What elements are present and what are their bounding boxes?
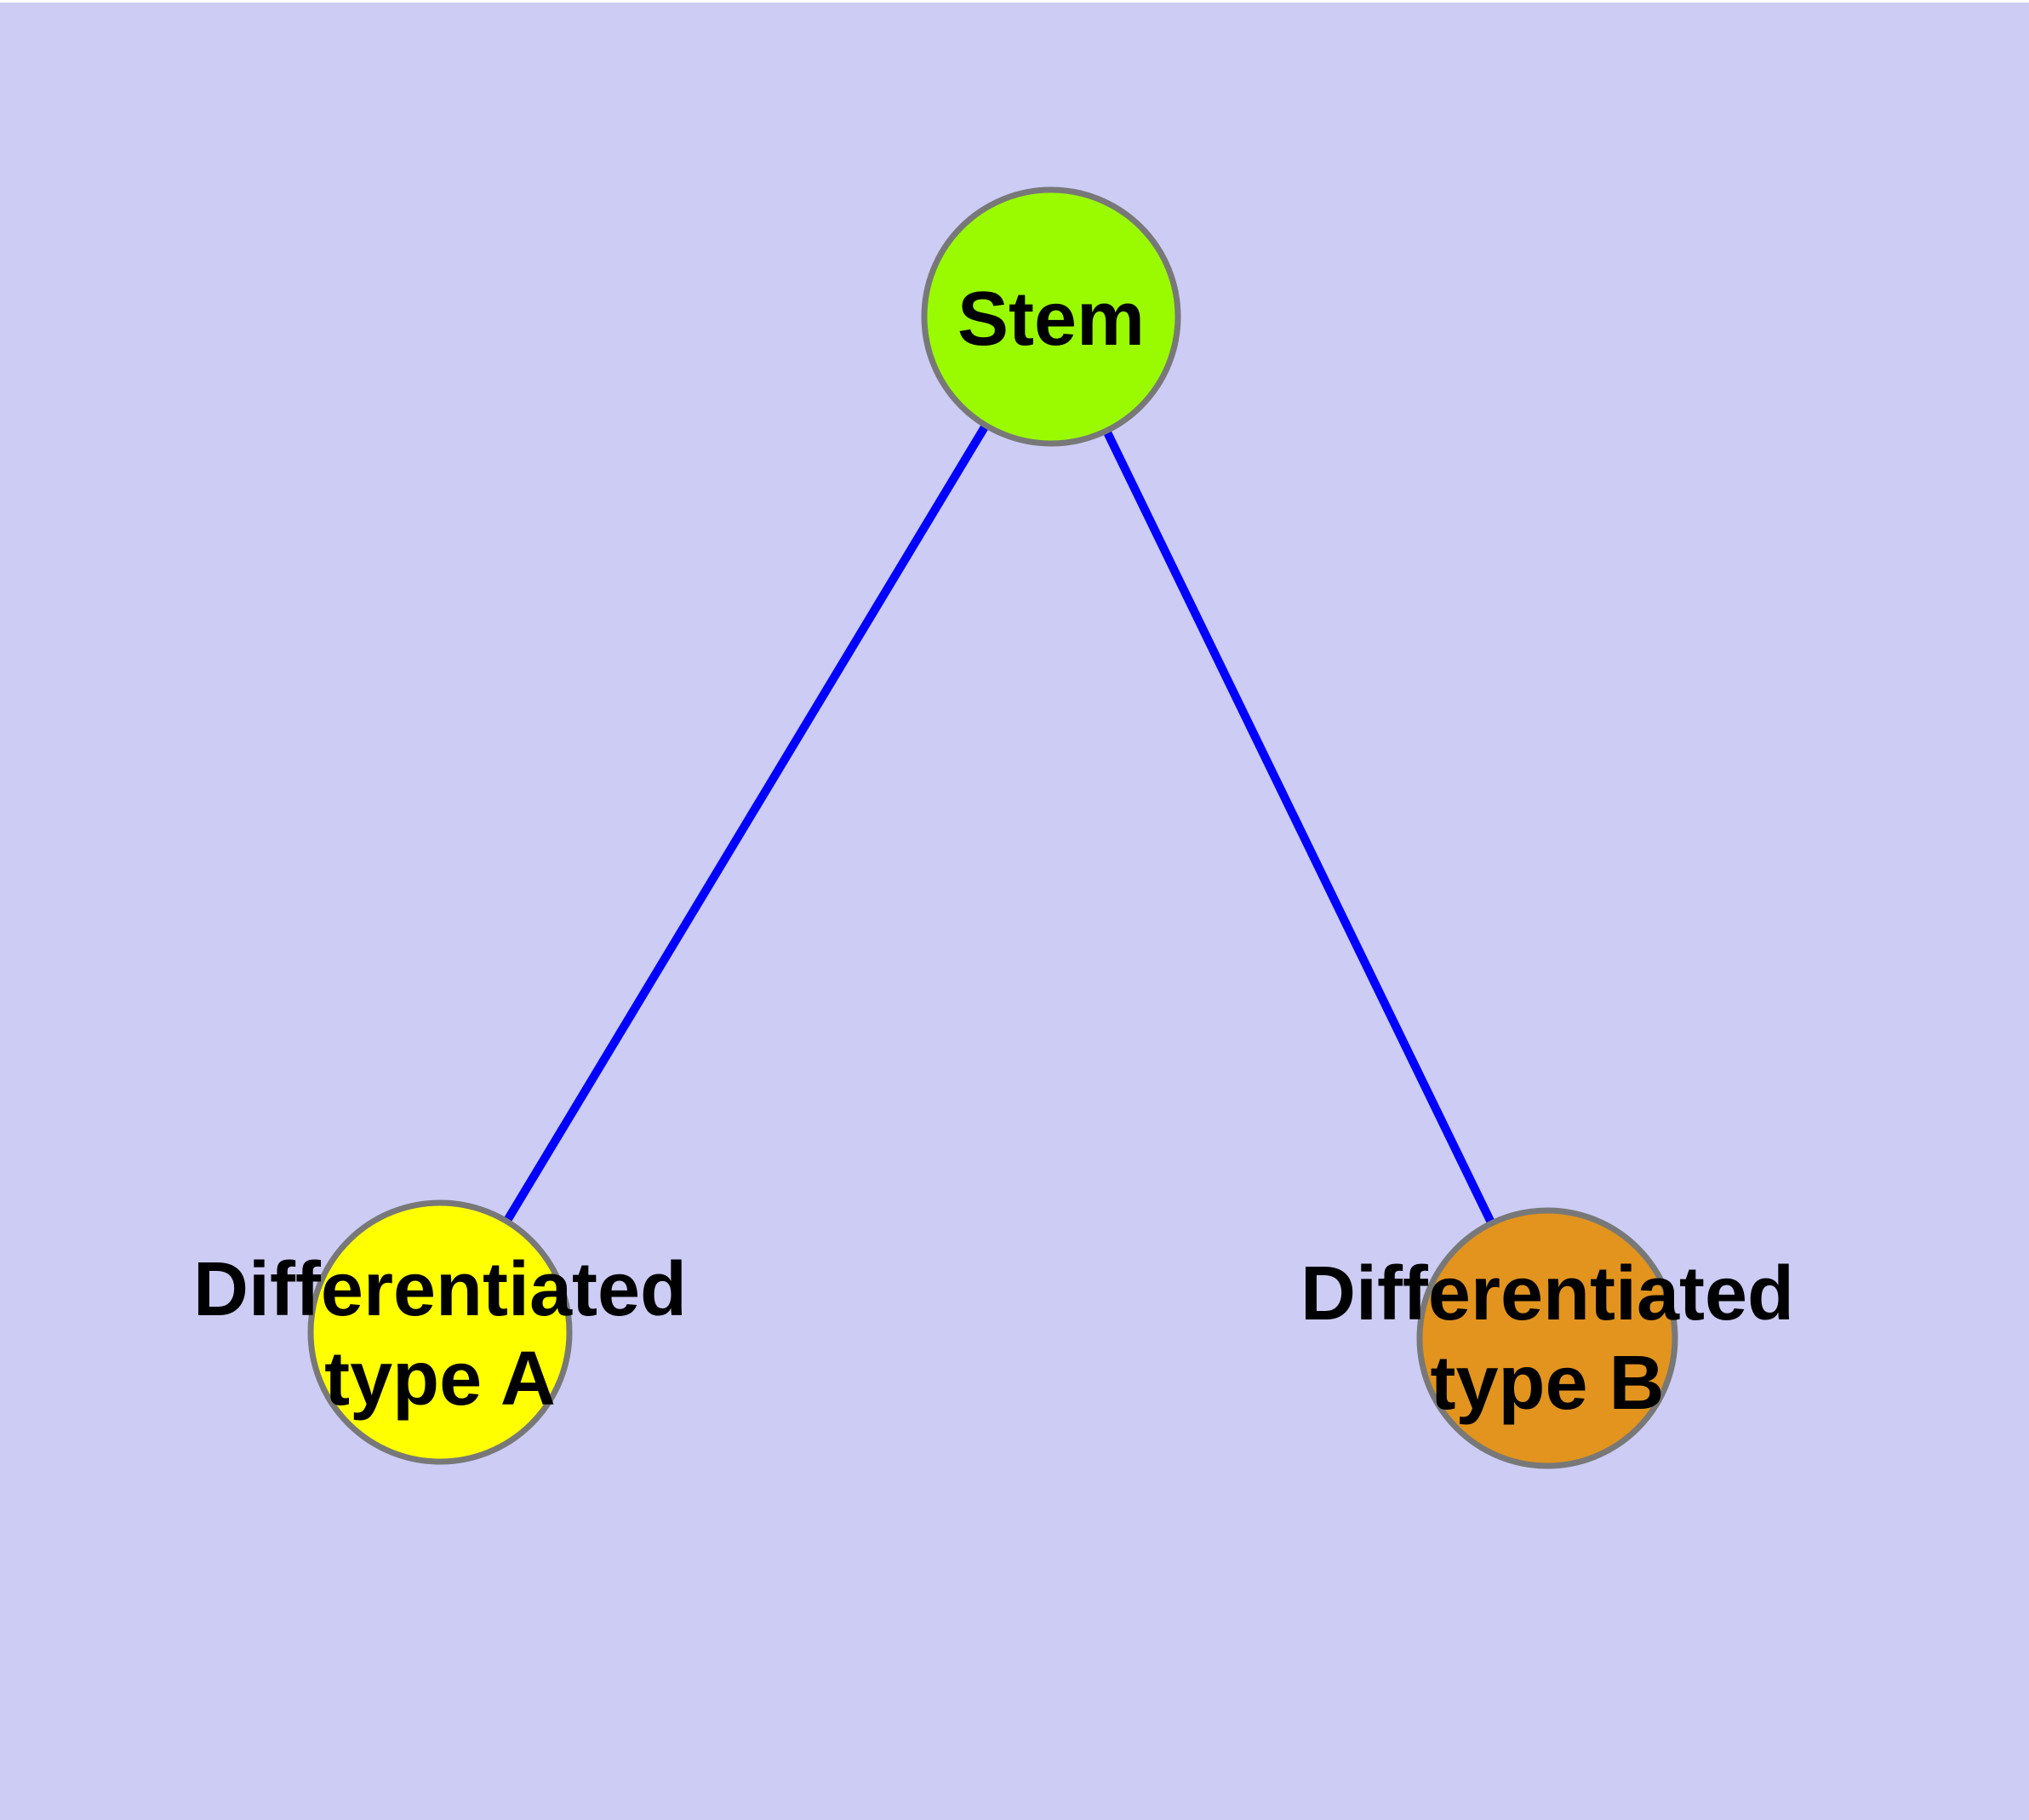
node-stem-label: Stem	[957, 277, 1145, 362]
node-type-b-label-line1: Differentiated	[1300, 1251, 1794, 1336]
node-type-b-circle	[1416, 1207, 1678, 1469]
node-type-a-label-line1: Differentiated	[193, 1247, 687, 1332]
node-type-a-label-line2: type A	[324, 1336, 556, 1422]
node-type-b-label-line2: type B	[1430, 1341, 1664, 1426]
node-stem-circle	[921, 186, 1181, 447]
edge-stem-to-type-b	[1047, 314, 1552, 1341]
node-type-a-circle	[307, 1199, 573, 1465]
edge-stem-to-type-a	[436, 314, 1055, 1335]
